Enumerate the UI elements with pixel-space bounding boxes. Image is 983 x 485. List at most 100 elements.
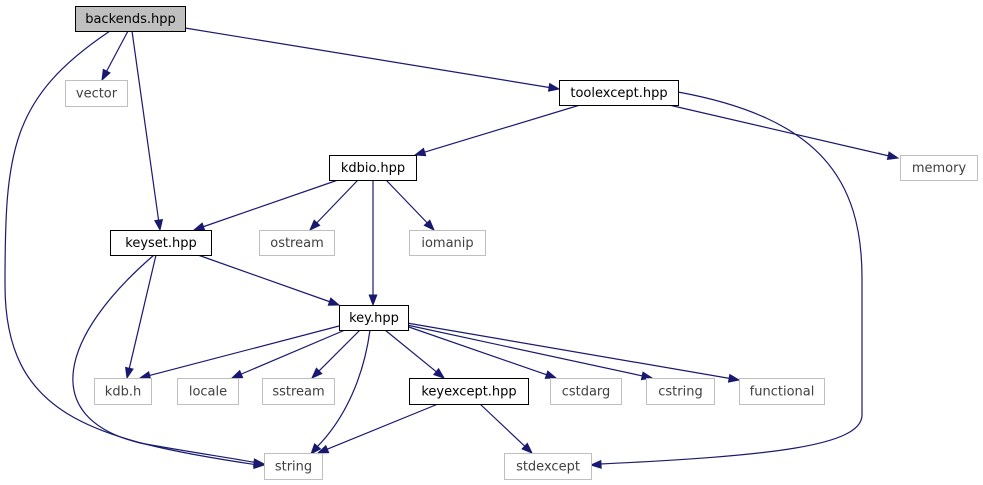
node-label: keyset.hpp xyxy=(125,236,197,251)
node-cstring: cstring xyxy=(646,378,715,405)
node-label: memory xyxy=(912,161,967,176)
edge-arrowhead xyxy=(327,297,341,306)
node-stdexcept: stdexcept xyxy=(504,453,592,480)
edge-key-to-string xyxy=(310,329,371,456)
node-backends[interactable]: backends.hpp xyxy=(75,6,186,32)
nodes-layer: backends.hpp vector toolexcept.hpp kdbio.hp… xyxy=(65,6,978,480)
node-functional: functional xyxy=(739,378,825,405)
edge-line xyxy=(184,27,551,89)
edge-arrowhead xyxy=(727,373,741,383)
edge-toolexcept-to-kdbio xyxy=(413,104,581,157)
node-label: toolexcept.hpp xyxy=(570,86,667,101)
edge-keyset-to-kdbh xyxy=(125,254,157,380)
edge-line xyxy=(479,403,526,448)
node-box xyxy=(409,230,486,256)
node-sstream: sstream xyxy=(262,378,335,405)
node-label: stdexcept xyxy=(516,460,580,475)
edge-arrowhead xyxy=(310,443,322,456)
edge-arrowhead xyxy=(309,219,321,232)
node-key[interactable]: key.hpp xyxy=(339,305,409,331)
edge-line xyxy=(72,254,259,464)
node-label: vector xyxy=(76,87,118,102)
node-box xyxy=(646,378,715,405)
edge-arrowhead xyxy=(589,459,602,469)
node-label: cstdarg xyxy=(562,385,611,400)
edge-line xyxy=(131,30,160,222)
node-box xyxy=(177,378,239,405)
edge-arrowhead xyxy=(368,294,378,307)
edge-arrowhead xyxy=(316,444,330,454)
edge-line xyxy=(202,179,339,228)
edge-arrowhead xyxy=(253,458,266,468)
edge-kdbio-to-iomanip xyxy=(385,179,435,232)
edge-line xyxy=(384,329,438,373)
edge-line xyxy=(315,329,371,449)
node-box xyxy=(739,378,825,405)
node-string: string xyxy=(264,453,323,480)
node-label: kdbio.hpp xyxy=(341,161,405,176)
edge-arrowhead xyxy=(311,367,323,379)
edge-keyexcept-to-string xyxy=(316,403,439,454)
node-kdbio[interactable]: kdbio.hpp xyxy=(329,155,417,181)
node-box xyxy=(339,305,409,331)
node-keyset[interactable]: keyset.hpp xyxy=(110,230,212,256)
node-toolexcept[interactable]: toolexcept.hpp xyxy=(559,80,679,106)
edge-arrowhead xyxy=(101,68,111,82)
edge-line xyxy=(385,179,429,224)
node-label: ostream xyxy=(270,236,324,251)
edge-kdbio-to-keyset xyxy=(192,179,339,231)
node-label: cstring xyxy=(658,385,702,400)
edge-arrowhead xyxy=(423,219,435,232)
edge-toolexcept-to-stdexcept xyxy=(589,91,863,469)
node-ostream: ostream xyxy=(259,230,335,256)
node-vector: vector xyxy=(65,80,128,107)
node-label: backends.hpp xyxy=(85,12,176,27)
edge-backends-to-vector xyxy=(101,30,129,82)
edge-line xyxy=(317,329,361,373)
node-memory: memory xyxy=(900,155,978,181)
edge-key-to-functional xyxy=(406,322,741,383)
edge-key-to-sstream xyxy=(311,329,361,379)
node-label: key.hpp xyxy=(349,311,399,326)
node-label: keyexcept.hpp xyxy=(421,385,516,400)
node-cstdarg: cstdarg xyxy=(550,378,622,405)
node-locale: locale xyxy=(177,378,239,405)
edge-keyset-to-string xyxy=(72,254,266,468)
edge-key-to-locale xyxy=(230,329,346,379)
edge-arrowhead xyxy=(886,151,900,160)
edge-backends-to-toolexcept xyxy=(184,27,561,92)
edge-key-to-kdbh xyxy=(138,325,340,380)
edge-arrowhead xyxy=(521,442,534,454)
node-label: kdb.h xyxy=(105,385,141,400)
edge-arrowhead xyxy=(547,82,561,92)
edge-line xyxy=(240,329,346,376)
node-box xyxy=(559,80,679,106)
edge-line xyxy=(148,325,340,377)
node-box xyxy=(900,155,978,181)
node-box xyxy=(262,378,335,405)
edge-toolexcept-to-memory xyxy=(668,104,900,160)
node-label: iomanip xyxy=(421,236,473,251)
edge-arrowhead xyxy=(413,147,427,157)
edge-line xyxy=(405,325,548,376)
edge-line xyxy=(128,254,157,370)
edge-key-to-cstring xyxy=(406,324,654,381)
edge-arrowhead xyxy=(192,222,206,231)
node-box xyxy=(110,230,212,256)
node-label: string xyxy=(275,460,312,475)
node-label: locale xyxy=(189,385,227,400)
edge-line xyxy=(406,322,731,380)
edge-line xyxy=(668,104,890,157)
edge-line xyxy=(599,91,863,465)
node-box xyxy=(504,453,592,480)
node-box xyxy=(259,230,335,256)
node-iomanip: iomanip xyxy=(409,230,486,256)
edge-arrowhead xyxy=(230,369,244,379)
node-kdbh: kdb.h xyxy=(94,378,152,405)
node-keyexcept[interactable]: keyexcept.hpp xyxy=(409,378,529,405)
node-box xyxy=(329,155,417,181)
edge-line xyxy=(406,324,644,377)
edge-keyexcept-to-stdexcept xyxy=(479,403,534,454)
edge-arrowhead xyxy=(544,370,558,379)
edge-key-to-keyexcept xyxy=(384,329,446,379)
